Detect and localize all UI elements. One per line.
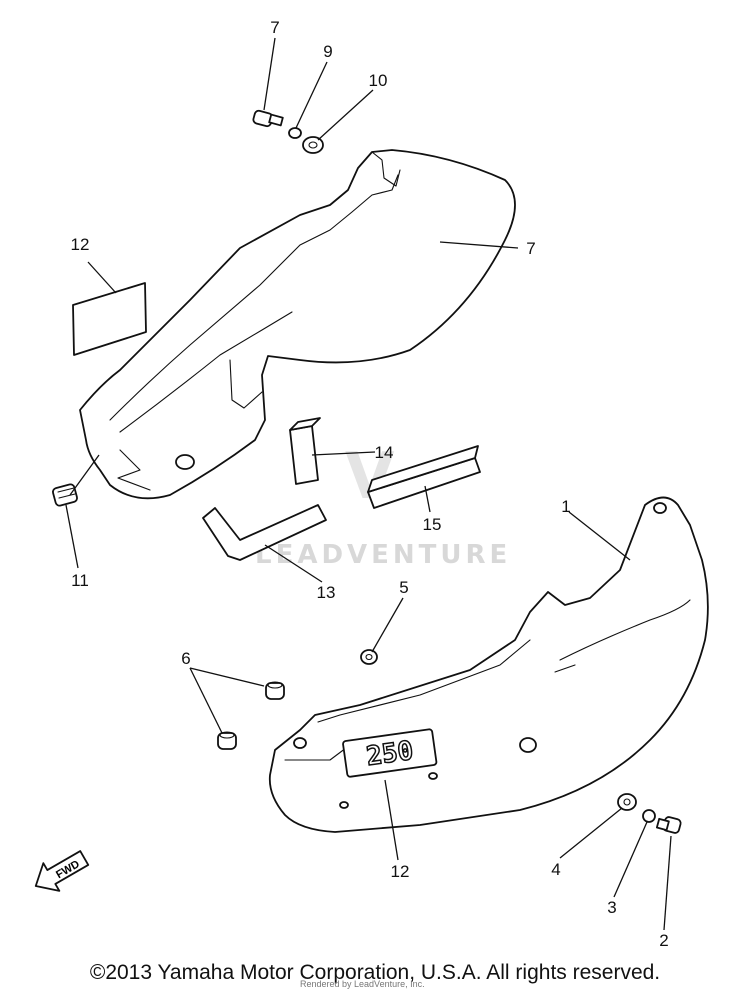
part-9-lock-washer[interactable] [288,127,302,139]
leader-lines [65,37,672,931]
part-14-block[interactable] [289,417,321,485]
part-4-washer[interactable] [617,793,637,811]
callout-5: 5 [399,578,408,597]
part-13-tube[interactable] [202,504,327,561]
callout-6: 6 [181,649,190,668]
callout-1: 1 [561,497,570,516]
part-1-side-cover-right[interactable]: 250 [268,496,709,833]
render-credit: Rendered by LeadVenture, Inc. [300,979,425,989]
part-12-emblem[interactable]: 250 [342,728,438,778]
callout-12-decal: 12 [71,235,90,254]
callout-11: 11 [71,571,89,590]
callout-3: 3 [607,898,616,917]
callout-8: 7 [270,18,279,37]
watermark-brand: LEADVENTURE [255,540,512,570]
part-5-nut[interactable] [360,649,378,665]
part-8-bolt[interactable] [252,109,284,128]
copyright-text: ©2013 Yamaha Motor Corporation, U.S.A. A… [89,961,661,984]
part-3-lock-washer[interactable] [642,809,656,823]
callout-14: 14 [375,443,394,462]
callout-15: 15 [423,515,442,534]
part-7-side-cover-left[interactable] [79,149,516,500]
callout-7: 7 [526,239,535,258]
part-11-grommet[interactable] [52,483,78,507]
callout-9: 9 [323,42,332,61]
callout-12-emblem: 12 [391,862,410,881]
fwd-label: FWD [54,858,82,881]
part-6-collars[interactable] [217,681,285,750]
callout-13: 13 [317,583,336,602]
callout-10: 10 [369,71,388,90]
part-15-block[interactable] [367,445,481,509]
callout-2: 2 [659,931,668,950]
part-12-decal[interactable] [72,282,147,356]
part-2-bolt[interactable] [655,816,682,834]
part-10-washer[interactable] [302,136,324,154]
emblem-text: 250 [365,736,416,772]
fwd-arrow-icon: FWD [34,850,90,892]
callout-4: 4 [551,860,560,879]
